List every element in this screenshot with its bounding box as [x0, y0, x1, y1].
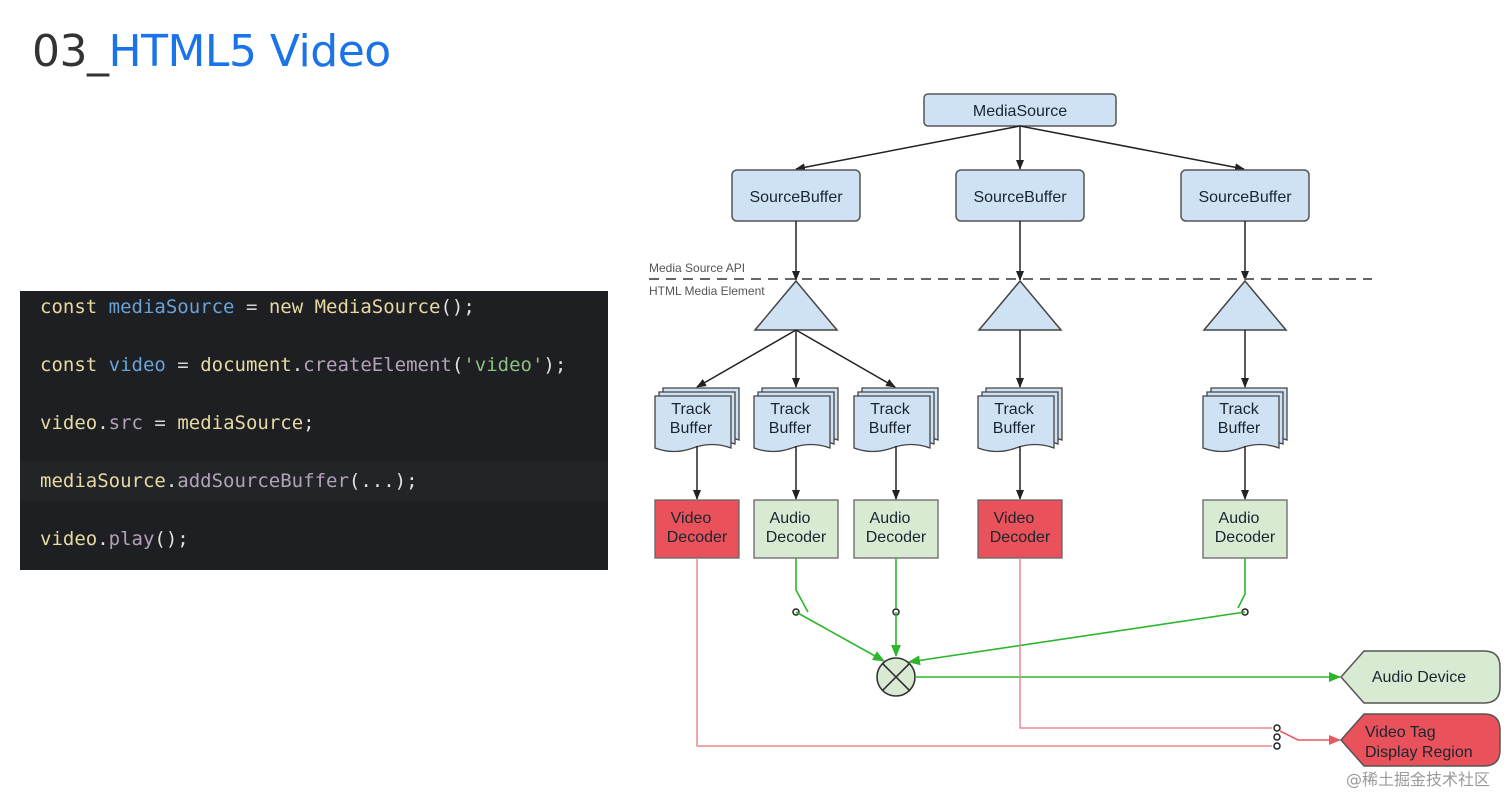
source-buffer-1: SourceBuffer	[731, 169, 861, 222]
audio-device-node: Audio Device	[1339, 650, 1501, 704]
svg-text:Track: Track	[770, 401, 810, 418]
svg-text:Buffer: Buffer	[993, 420, 1036, 437]
svg-text:Decoder: Decoder	[990, 529, 1051, 546]
audio-routing	[792, 558, 1249, 666]
track-buffer-1: Track Buffer	[654, 387, 740, 453]
track-buffer-3: Track Buffer	[853, 387, 939, 453]
svg-text:Video: Video	[671, 510, 712, 527]
svg-text:Track: Track	[994, 401, 1034, 418]
svg-text:Track: Track	[671, 401, 711, 418]
svg-text:SourceBuffer: SourceBuffer	[1198, 189, 1292, 206]
svg-text:SourceBuffer: SourceBuffer	[749, 189, 843, 206]
source-buffer-3: SourceBuffer	[1180, 169, 1310, 222]
track-buffer-5: Track Buffer	[1202, 387, 1288, 453]
code-line-3: video.src = mediaSource;	[40, 412, 315, 434]
svg-text:Display Region: Display Region	[1365, 744, 1473, 761]
code-panel: const mediaSource = new MediaSource(); c…	[20, 291, 608, 570]
svg-text:Video Tag: Video Tag	[1365, 724, 1436, 741]
svg-text:Decoder: Decoder	[866, 529, 927, 546]
track-buffer-4: Track Buffer	[977, 387, 1063, 453]
demux-triangle-3	[1202, 279, 1288, 331]
audio-mixer	[876, 657, 916, 697]
audio-decoder-2: Audio Decoder	[853, 499, 939, 559]
svg-text:Decoder: Decoder	[766, 529, 827, 546]
slide-number: 03_	[32, 26, 109, 77]
svg-text:Buffer: Buffer	[1218, 420, 1261, 437]
video-tag-display-node: Video Tag Display Region	[1339, 713, 1501, 767]
code-line-1: const mediaSource = new MediaSource();	[40, 296, 475, 318]
track-buffer-2: Track Buffer	[753, 387, 839, 453]
svg-text:Track: Track	[870, 401, 910, 418]
svg-text:Audio: Audio	[770, 510, 811, 527]
code-line-2: const video = document.createElement('vi…	[40, 354, 567, 376]
media-source-api-label: Media Source API	[649, 261, 745, 275]
audio-decoder-1: Audio Decoder	[753, 499, 839, 559]
video-decoder-2: Video Decoder	[977, 499, 1063, 559]
svg-text:Buffer: Buffer	[670, 420, 713, 437]
code-line-5: video.play();	[40, 528, 189, 550]
svg-text:Decoder: Decoder	[667, 529, 728, 546]
svg-text:Track: Track	[1219, 401, 1259, 418]
watermark: @稀土掘金技术社区	[1345, 770, 1490, 789]
svg-text:Decoder: Decoder	[1215, 529, 1276, 546]
slide-heading: HTML5 Video	[108, 26, 392, 77]
svg-text:Buffer: Buffer	[769, 420, 812, 437]
media-source-node: MediaSource	[923, 93, 1117, 127]
demux-triangle-1	[753, 279, 839, 331]
svg-text:Audio: Audio	[1219, 510, 1260, 527]
video-decoder-1: Video Decoder	[654, 499, 740, 559]
code-line-4: mediaSource.addSourceBuffer(...);	[20, 461, 608, 501]
demux-triangle-2	[977, 279, 1063, 331]
slide-title: 03_HTML5 Video	[32, 26, 391, 77]
html-media-element-label: HTML Media Element	[649, 284, 765, 298]
svg-text:SourceBuffer: SourceBuffer	[973, 189, 1067, 206]
video-routing	[696, 558, 1341, 750]
svg-text:Audio: Audio	[870, 510, 911, 527]
svg-text:Audio Device: Audio Device	[1372, 669, 1466, 686]
svg-text:Video: Video	[994, 510, 1035, 527]
svg-text:Buffer: Buffer	[869, 420, 912, 437]
audio-decoder-3: Audio Decoder	[1202, 499, 1288, 559]
source-buffer-2: SourceBuffer	[955, 169, 1085, 222]
svg-text:MediaSource: MediaSource	[973, 103, 1067, 120]
